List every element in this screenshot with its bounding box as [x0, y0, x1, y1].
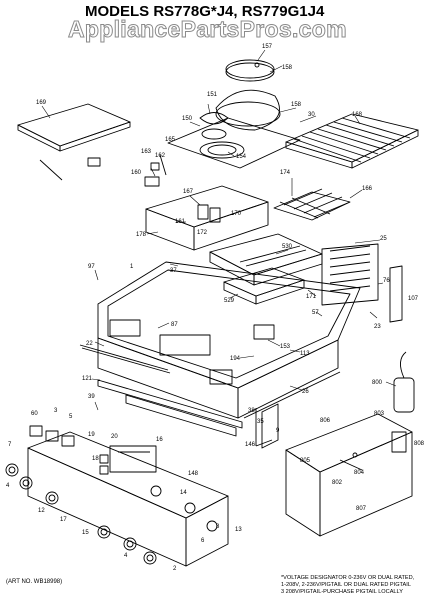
- callout-161: 161: [175, 219, 186, 225]
- callout-194: 194: [230, 356, 241, 362]
- part-60-3-5-switches: [29, 425, 109, 475]
- callout-16: 16: [156, 437, 163, 443]
- part-800-808-junction-box: [285, 351, 415, 537]
- watermark: AppliancePartsPros.com: [68, 16, 348, 43]
- models-title: MODELS RS778G*J4, RS779G1J4: [85, 3, 325, 20]
- callout-178: 178: [136, 232, 147, 238]
- callout-12: 12: [38, 508, 45, 514]
- callout-4-bottom: 4: [124, 553, 128, 559]
- part-157-158-cover: [215, 59, 281, 131]
- callout-146: 146: [245, 442, 256, 448]
- callout-172: 172: [197, 230, 208, 236]
- callout-2: 2: [173, 566, 177, 572]
- part-160-165-brackets: [144, 154, 167, 187]
- callout-23: 23: [374, 324, 381, 330]
- callout-13: 13: [235, 527, 242, 533]
- callout-97: 97: [88, 264, 95, 270]
- callout-4-left: 4: [6, 483, 10, 489]
- header: AppliancePartsPros.com MODELS RS778G*J4,…: [60, 2, 440, 43]
- callout-35: 35: [257, 419, 264, 425]
- callout-9: 9: [276, 428, 280, 434]
- callout-530: 530: [282, 244, 293, 250]
- callout-169: 169: [36, 100, 47, 106]
- callout-165: 165: [165, 137, 176, 143]
- callout-20: 20: [111, 434, 118, 440]
- callout-57: 57: [312, 310, 319, 316]
- callout-170: 170: [231, 211, 242, 217]
- art-number: (ART NO. WB18998): [6, 579, 63, 585]
- callout-168: 168: [352, 112, 363, 118]
- callout-107: 107: [408, 296, 419, 302]
- callout-802: 802: [332, 480, 343, 486]
- callout-22: 22: [86, 341, 93, 347]
- callout-7: 7: [8, 442, 12, 448]
- callout-18: 18: [92, 456, 99, 462]
- callout-76: 76: [383, 278, 390, 284]
- leader-lines: [41, 49, 397, 411]
- callout-158-bowl: 158: [291, 102, 302, 108]
- callout-3: 3: [54, 408, 58, 414]
- callout-808: 808: [414, 441, 425, 447]
- part-26-9-146-frame: [243, 371, 341, 449]
- callout-529: 529: [224, 298, 235, 304]
- callout-113: 113: [300, 351, 310, 357]
- callout-805: 805: [300, 458, 311, 464]
- part-178-grill-box: [145, 185, 269, 251]
- part-169-side-trim: [17, 103, 131, 181]
- callout-19: 19: [88, 432, 95, 438]
- note-line: 3 208V/PIGTAIL-PURCHASE PIGTAIL LOCALLY: [281, 588, 403, 595]
- callout-60: 60: [31, 411, 38, 417]
- callout-37-top: 37: [170, 268, 177, 274]
- part-174-166-grill-rack: [273, 188, 351, 221]
- callout-806: 806: [320, 418, 331, 424]
- callout-150: 150: [182, 116, 193, 122]
- note-line: 1-208V, 2-236V/PIGTAIL OR DUAL RATED PIG…: [281, 581, 411, 588]
- callout-148: 148: [188, 471, 199, 477]
- callout-1: 1: [130, 264, 134, 270]
- callout-807: 807: [356, 506, 367, 512]
- note-line: *VOLTAGE DESIGNATOR 0-236V OR DUAL RATED…: [281, 575, 415, 581]
- callout-17: 17: [60, 517, 67, 523]
- part-1-cooktop-body: [97, 261, 361, 419]
- callout-30: 30: [308, 112, 315, 118]
- callout-160: 160: [131, 170, 142, 176]
- callout-804: 804: [354, 470, 365, 476]
- callout-26: 26: [302, 389, 309, 395]
- callout-803: 803: [374, 411, 385, 417]
- callout-153: 153: [280, 344, 291, 350]
- callout-167: 167: [183, 189, 194, 195]
- callout-800: 800: [372, 380, 383, 386]
- callout-163: 163: [141, 149, 152, 155]
- callout-5: 5: [69, 414, 73, 420]
- callout-121: 121: [82, 376, 93, 382]
- callout-39: 39: [88, 394, 95, 400]
- callout-87: 87: [171, 322, 178, 328]
- callout-8: 8: [216, 524, 220, 530]
- callout-38: 38: [248, 408, 255, 414]
- part-22-121-front-trim: [79, 344, 243, 437]
- part-2-control-panel: [27, 431, 229, 567]
- voltage-notes: *VOLTAGE DESIGNATOR 0-236V OR DUAL RATED…: [281, 575, 443, 595]
- part-25-76-107-side-parts: [321, 243, 403, 323]
- callout-154: 154: [236, 154, 247, 160]
- part-168-grill-grate: [285, 113, 419, 169]
- callout-157: 157: [262, 44, 273, 50]
- callout-166: 166: [362, 186, 373, 192]
- callout-labels: 157 158 158 30 168 169 151 150 154 165 1…: [6, 44, 425, 572]
- callout-162: 162: [155, 153, 166, 159]
- callout-25: 25: [380, 236, 387, 242]
- callout-151: 151: [207, 92, 218, 98]
- callout-14: 14: [180, 490, 187, 496]
- part-30-burner-plate: [167, 112, 301, 169]
- callout-174: 174: [280, 170, 291, 176]
- callout-171: 171: [306, 294, 317, 300]
- callout-6: 6: [201, 538, 205, 544]
- callout-158-top: 158: [282, 65, 293, 71]
- knobs: [5, 463, 218, 565]
- callout-15: 15: [82, 530, 89, 536]
